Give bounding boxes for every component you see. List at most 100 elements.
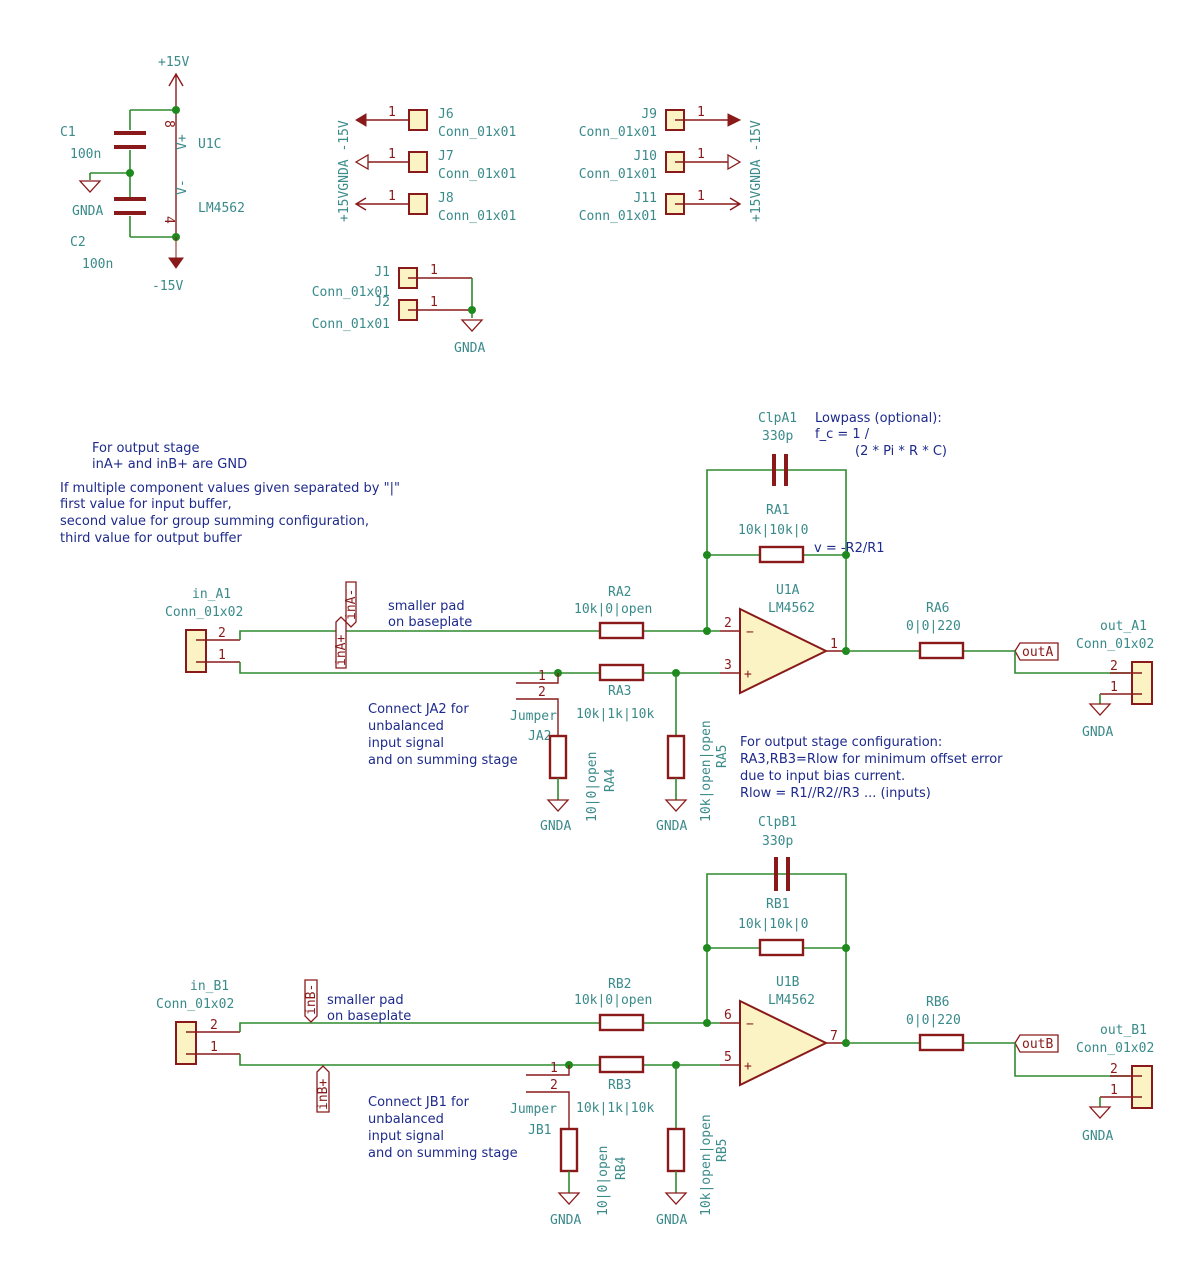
net-label-text: inA+: [334, 635, 349, 666]
minus-sign-icon: −: [746, 625, 754, 640]
net-label-ina-plus[interactable]: [335, 616, 347, 669]
junction-dot: [842, 551, 850, 559]
note-lowpass: (2 * Pi * R * C): [855, 444, 947, 459]
opamp-u1b[interactable]: [739, 999, 829, 1087]
resistor-rb6[interactable]: [918, 1033, 965, 1052]
channel-b: in_B1 Conn_01x02 2 1 inB- inB+ smaller p…: [156, 815, 1154, 1228]
gnd-symbol-icon: [546, 799, 570, 812]
j8-value: Conn_01x01: [438, 209, 516, 224]
pin-number: 1: [830, 637, 838, 652]
resistor-rb2[interactable]: [598, 1013, 645, 1032]
net-label-outb[interactable]: [1014, 1034, 1059, 1053]
resistor-ra3[interactable]: [598, 663, 645, 682]
note-multi-values: first value for input buffer,: [60, 497, 232, 512]
note-output-stage: For output stage: [92, 441, 200, 456]
net-label-ina-minus[interactable]: [345, 581, 357, 628]
rb1-ref: RB1: [766, 897, 789, 912]
j10-ref: J10: [634, 149, 657, 164]
rb5-ref: RB5: [715, 1139, 730, 1162]
power-connectors: +15VGNDA -15V +15VGNDA -15V 1 J6 Conn_01…: [337, 105, 764, 224]
rb2-value: 10k|0|open: [574, 993, 652, 1008]
net-label-text: outB: [1022, 1037, 1053, 1052]
opamp-u1a[interactable]: [739, 607, 829, 695]
pos-supply-arrow-icon: [675, 197, 742, 211]
gnd-label: GNDA: [454, 341, 485, 356]
resistor-ra4[interactable]: [548, 734, 568, 780]
j11-value: Conn_01x01: [579, 209, 657, 224]
note-output-stage: inA+ and inB+ are GND: [92, 457, 247, 472]
j7-ref: J7: [438, 149, 454, 164]
gnd-label: GNDA: [656, 1213, 687, 1228]
pin-number: 1: [388, 147, 396, 162]
resistor-ra5[interactable]: [666, 734, 686, 780]
gnd-label: GNDA: [656, 819, 687, 834]
gnd-symbol-icon: [460, 319, 484, 332]
pin-number: 2: [1110, 659, 1118, 674]
vertical-net-label-right: +15VGNDA -15V: [749, 120, 764, 222]
ja2-type: Jumper: [510, 709, 557, 724]
note-connect-jb1: unbalanced: [368, 1112, 444, 1127]
jb1-type: Jumper: [510, 1102, 557, 1117]
connector-out-b1[interactable]: [1131, 1065, 1153, 1109]
connector-j6[interactable]: [408, 109, 428, 131]
mounting-connectors: 1 1 J1 Conn_01x01 J2 Conn_01x01 GNDA: [312, 263, 486, 356]
net-label-text: inB+: [316, 1079, 331, 1110]
connector-j8[interactable]: [408, 193, 428, 215]
junction-dot: [468, 306, 476, 314]
net-label-outa[interactable]: [1014, 642, 1059, 661]
pin-number: 2: [724, 616, 732, 631]
gnd-symbol-icon: [727, 153, 742, 171]
rb5-value: 10k|open|open: [699, 1114, 714, 1216]
net-label-text: inB-: [304, 984, 319, 1015]
j10-value: Conn_01x01: [579, 167, 657, 182]
clpb1-value: 330p: [762, 834, 793, 849]
ra4-ref: RA4: [603, 768, 618, 792]
resistor-rb3[interactable]: [598, 1055, 645, 1074]
pin-number: 1: [550, 1061, 558, 1076]
pin-number: 7: [830, 1029, 838, 1044]
note-offset: Rlow = R1//R2//R3 ... (inputs): [740, 786, 931, 801]
note-smaller-pad: smaller pad: [327, 993, 404, 1008]
neg-supply-arrow-icon: [355, 113, 367, 127]
connector-in-b1[interactable]: [175, 1021, 197, 1065]
gnd-symbol-icon: [1088, 703, 1112, 716]
u1c-pin-8: 8: [161, 120, 176, 128]
out-b1-ref: out_B1: [1100, 1023, 1147, 1038]
gnd-symbol-icon: [1088, 1106, 1112, 1119]
pos-supply-label: +15V: [158, 55, 189, 70]
junction-dot: [842, 944, 850, 952]
note-offset: RA3,RB3=Rlow for minimum offset error: [740, 752, 1003, 767]
notes: For output stage inA+ and inB+ are GND I…: [60, 411, 1003, 801]
junction-dot: [703, 551, 711, 559]
pin-number: 1: [1110, 680, 1118, 695]
in-a1-value: Conn_01x02: [165, 605, 243, 620]
pin-number: 1: [388, 189, 396, 204]
connector-in-a1[interactable]: [185, 629, 207, 673]
note-smaller-pad: on baseplate: [388, 615, 472, 630]
connector-j7[interactable]: [408, 151, 428, 173]
resistor-ra2[interactable]: [598, 621, 645, 640]
resistor-rb4[interactable]: [559, 1127, 579, 1173]
net-label-inb-plus[interactable]: [316, 1065, 330, 1113]
resistor-rb1[interactable]: [758, 938, 805, 957]
c1-ref: C1: [60, 125, 76, 140]
pin-number: 1: [697, 189, 705, 204]
resistor-ra6[interactable]: [918, 641, 965, 660]
resistor-ra1[interactable]: [758, 545, 805, 564]
pin-number: 1: [538, 669, 546, 684]
neg-supply-arrow-icon: [168, 237, 184, 269]
note-multi-values: third value for output buffer: [60, 531, 243, 546]
ra3-value: 10k|1k|10k: [576, 707, 654, 722]
connector-out-a1[interactable]: [1131, 661, 1153, 705]
vertical-net-label-left: +15VGNDA -15V: [337, 120, 352, 222]
pin-number: 1: [697, 105, 705, 120]
resistor-rb5[interactable]: [666, 1127, 686, 1173]
pos-supply-arrow-icon: [168, 72, 184, 100]
net-label-inb-minus[interactable]: [304, 979, 318, 1023]
clpa1-value: 330p: [762, 429, 793, 444]
rb1-value: 10k|10k|0: [738, 917, 808, 932]
gnd-symbol-icon: [78, 180, 102, 193]
ra5-value: 10k|open|open: [699, 720, 714, 822]
note-connect-ja2: and on summing stage: [368, 753, 518, 768]
u1c-vplus: V+: [175, 134, 190, 150]
